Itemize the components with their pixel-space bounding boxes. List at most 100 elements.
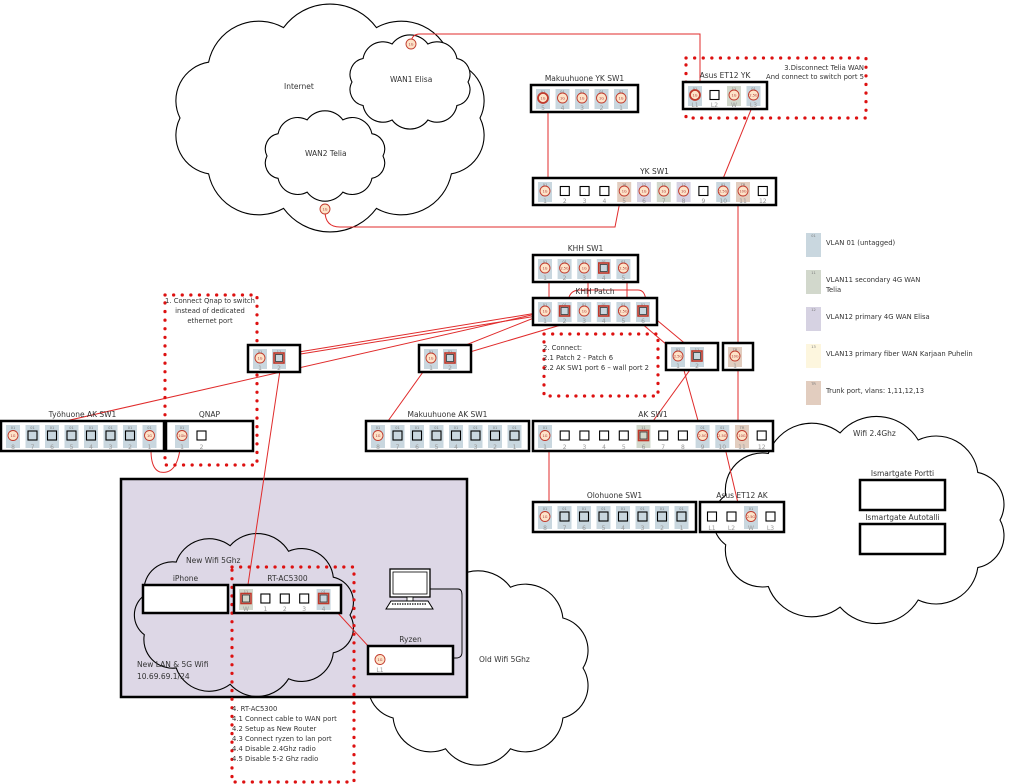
port-square-icon	[765, 511, 776, 522]
port-vlan-tag: 01	[751, 87, 755, 91]
port-square-icon	[27, 430, 38, 441]
port-number: 10	[718, 444, 726, 451]
port-number: 4	[602, 198, 606, 205]
port-square-icon	[450, 430, 462, 441]
port-number: 1	[148, 444, 152, 451]
device-label: Asus ET12 AK	[716, 491, 768, 500]
device-frame	[698, 500, 786, 534]
port: 012.5G2	[557, 259, 572, 282]
port-speed: 2.5G	[698, 434, 707, 438]
port-vlan-bg	[272, 349, 286, 369]
device-label: QNAP	[199, 410, 221, 419]
legend-label: VLAN12 primary 4G WAN Elisa	[826, 313, 930, 321]
ethernet-connector-icon	[578, 262, 590, 274]
note-step1-line: ethernet port	[187, 317, 233, 325]
port-speed: 2.5G	[560, 266, 569, 270]
port-vlan-tag: TR	[739, 426, 745, 430]
port-number: 7	[396, 444, 400, 451]
port-number: 5	[622, 198, 626, 205]
port-square-icon	[559, 185, 570, 197]
devices-layer: Makuuhuone YK SW1011G5011G4011G3011G2011…	[0, 38, 947, 676]
ethernet-connector-icon	[374, 654, 386, 665]
device-frame	[364, 419, 531, 453]
device-label: Työhuone AK SW1	[48, 410, 117, 419]
port-square-icon	[509, 430, 520, 441]
device-frame	[531, 176, 778, 207]
ethernet-connector-icon	[678, 185, 690, 197]
cloud-label-internet: Internet	[284, 82, 314, 91]
port: 014	[596, 259, 611, 282]
port-square-icon	[677, 430, 688, 441]
ethernet-connector-icon	[672, 350, 684, 362]
port: L3	[765, 511, 776, 532]
port-vlan-tag: 01	[258, 350, 262, 354]
port-vlan-tag: 01	[429, 350, 433, 354]
note-step1-line: 1. Connect Qnap to switch	[165, 297, 255, 305]
port-speed: 10G	[731, 354, 738, 358]
port-vlan-tag: 01	[541, 90, 545, 94]
port-square-icon	[489, 430, 501, 441]
port-square-icon	[597, 262, 610, 274]
port: 012.5G9	[695, 425, 710, 451]
port-vlan-tag: 01	[621, 507, 625, 511]
port-vlan-bg	[690, 347, 704, 367]
note-step2-line: 2.1 Patch 2 - Patch 6	[543, 354, 613, 362]
device-label: Makuuhuone AK SW1	[408, 410, 488, 419]
port-number: 8	[681, 444, 685, 451]
cloud-new-wifi	[133, 533, 354, 697]
device-tyohuone-ak-sw1: Työhuone AK SW1011G801701601501401301201…	[0, 410, 166, 453]
port-vlan-tag: 01	[562, 260, 566, 264]
port-vlan-tag: 01	[50, 426, 54, 430]
ethernet-connector-icon	[737, 185, 749, 197]
port-speed: 2.5G	[747, 515, 756, 519]
port-square-icon	[85, 430, 97, 441]
ethernet-connector-icon	[748, 89, 759, 101]
device-label: iPhone	[173, 574, 199, 583]
port-vlan-tag: 01	[11, 426, 15, 430]
port-number: 1	[543, 318, 547, 325]
device-ismartgate-autotalli: Ismartgate Autotalli	[858, 513, 947, 556]
cable-wall-left-to-rtac	[245, 356, 283, 599]
port: 012.5GW	[744, 506, 758, 532]
port-speed: 1G	[732, 93, 737, 97]
port-number: 6	[642, 444, 646, 451]
port-square-icon	[676, 511, 687, 522]
port-speed: 1G	[376, 434, 381, 438]
port-square-icon	[105, 430, 116, 441]
port-number: 2	[128, 444, 132, 451]
ethernet-connector-icon	[254, 352, 266, 364]
port-number: 2	[448, 365, 452, 372]
ethernet-connector-icon	[539, 511, 551, 522]
port-number: 1	[429, 365, 433, 372]
port-speed: 1G	[543, 309, 548, 313]
port-speed: 2.5G	[719, 189, 728, 193]
note-box-step2	[542, 332, 660, 398]
port-number: 5	[435, 444, 439, 451]
port-speed: 1G	[543, 515, 548, 519]
ethernet-connector-icon	[7, 430, 19, 441]
port: 012	[557, 302, 572, 325]
port-speed: 1G	[258, 356, 263, 360]
cloud-label-wan1: WAN1 Elisa	[390, 75, 432, 84]
device-label: YK SW1	[639, 167, 669, 176]
port-speed: 1G	[580, 96, 585, 100]
port-number: 7	[563, 525, 567, 532]
legend-swatch	[806, 381, 821, 405]
cable-asus-yk-to-yk	[717, 94, 758, 192]
ethernet-connector-icon	[539, 430, 551, 441]
port-number: 7	[662, 198, 666, 205]
ethernet-connector-icon	[617, 305, 629, 317]
ethernet-connector-icon	[617, 262, 629, 274]
port-vlan-tag: 01	[448, 350, 452, 354]
